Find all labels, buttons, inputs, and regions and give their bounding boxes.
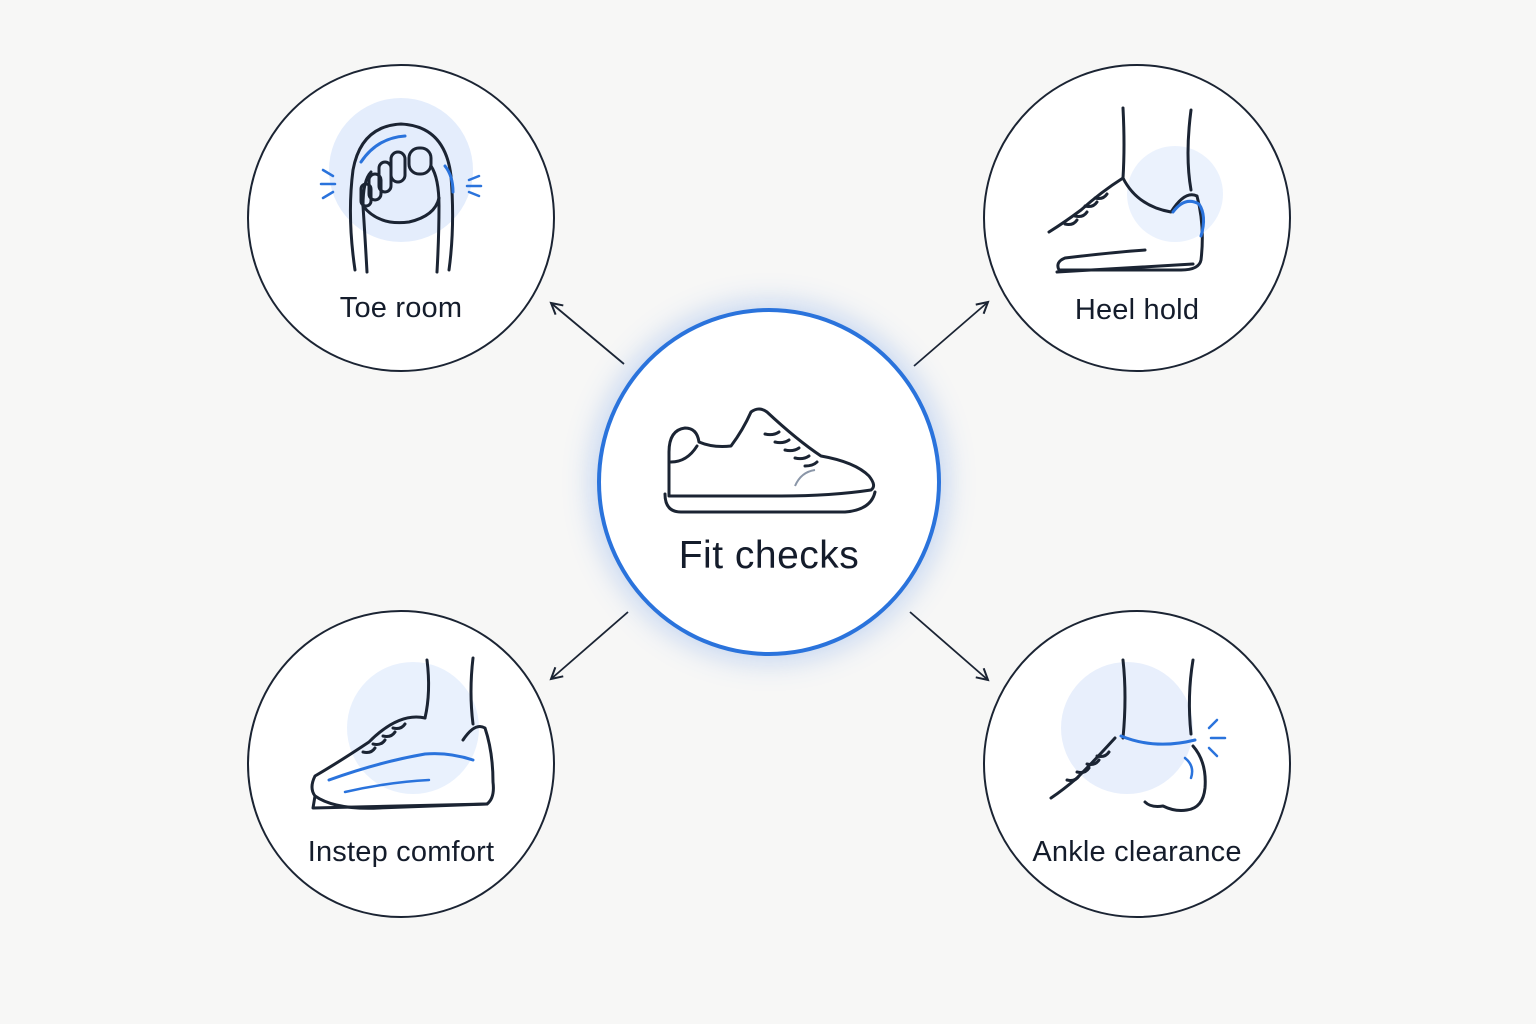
shoe-heel-icon — [1047, 106, 1223, 274]
sneaker-icon — [663, 407, 877, 514]
check-node-heel-hold: Heel hold — [983, 64, 1291, 372]
check-label-ankle-clearance: Ankle clearance — [1032, 836, 1242, 868]
check-label-heel-hold: Heel hold — [1074, 294, 1200, 326]
check-label-toe-room: Toe room — [339, 292, 463, 324]
center-label: Fit checks — [678, 534, 860, 577]
check-label-instep-comfort: Instep comfort — [307, 836, 495, 868]
check-node-toe-room: Toe room — [247, 64, 555, 372]
center-node-fit-checks: Fit checks — [597, 308, 941, 656]
arrow-to-toe-room — [551, 303, 625, 365]
shoe-instep-icon — [310, 656, 495, 810]
arrow-to-ankle-clearance — [909, 611, 988, 680]
foot-toes-icon — [319, 98, 483, 274]
arrow-to-instep-comfort — [551, 611, 629, 679]
check-node-ankle-clearance: Ankle clearance — [983, 610, 1291, 918]
check-node-instep-comfort: Instep comfort — [247, 610, 555, 918]
arrow-to-heel-hold — [913, 302, 988, 367]
ankle-shoe-icon — [1049, 658, 1227, 812]
